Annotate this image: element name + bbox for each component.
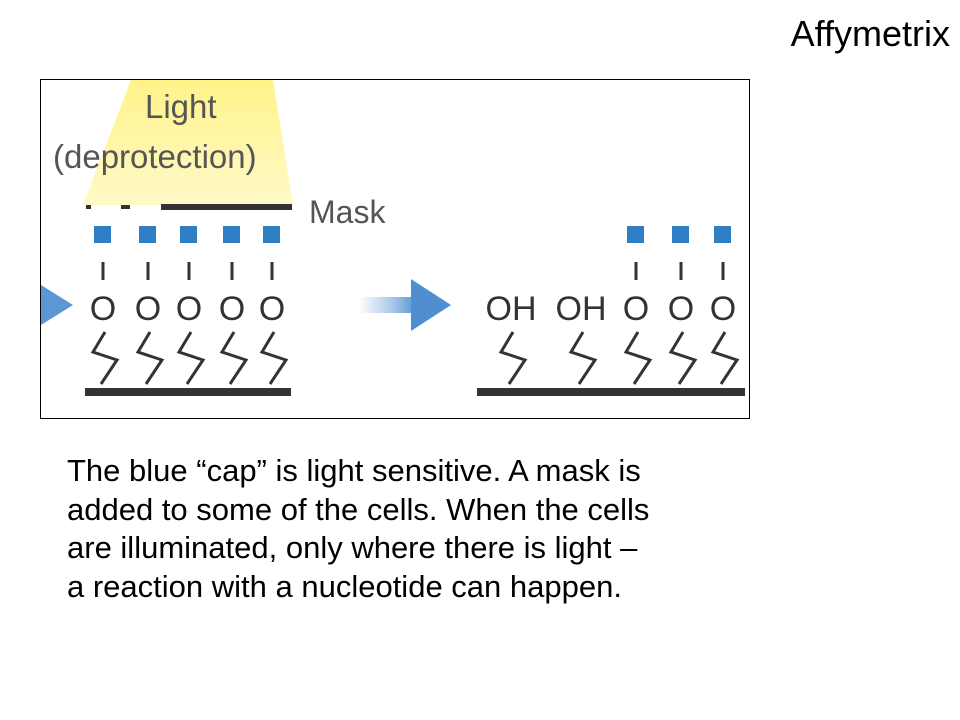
oxygen-group: O: [259, 290, 285, 328]
blue-cap: [672, 226, 689, 243]
before-substrate: [85, 388, 291, 396]
blue-cap: [94, 226, 111, 243]
after-caps: [627, 226, 731, 243]
oxygen-group: O: [135, 290, 161, 328]
before-caps: [94, 226, 280, 243]
caption-line: added to some of the cells. When the cel…: [67, 491, 650, 527]
brand-label: Affymetrix: [790, 13, 950, 54]
oxygen-group: O: [623, 290, 649, 328]
blue-cap: [627, 226, 644, 243]
before-panel: O O O O O: [85, 226, 291, 396]
caption-line: a reaction with a nucleotide can happen.: [67, 568, 622, 604]
blue-cap: [139, 226, 156, 243]
hydroxyl-group: OH: [556, 290, 607, 328]
before-groups: O O O O O: [90, 290, 285, 328]
after-substrate: [477, 388, 745, 396]
blue-cap: [180, 226, 197, 243]
blue-cap: [263, 226, 280, 243]
blue-cap: [223, 226, 240, 243]
light-beam: [83, 80, 293, 205]
after-groups: OH OH O O O: [486, 290, 737, 328]
caption-line: are illuminated, only where there is lig…: [67, 530, 638, 565]
mask: [86, 204, 292, 210]
hydroxyl-group: OH: [486, 290, 537, 328]
oxygen-group: O: [90, 290, 116, 328]
deprotection-label: (deprotection): [53, 138, 257, 175]
oxygen-group: O: [710, 290, 736, 328]
before-linkers: [90, 331, 289, 385]
mask-label: Mask: [309, 194, 386, 230]
light-label: Light: [145, 88, 217, 125]
caption-line: The blue “cap” is light sensitive. A mas…: [67, 453, 641, 488]
photolithography-diagram: Light (deprotection) Mask: [40, 79, 750, 419]
oxygen-group: O: [176, 290, 202, 328]
diagram-svg: Light (deprotection) Mask: [41, 80, 745, 396]
oxygen-group: O: [668, 290, 694, 328]
blue-cap: [714, 226, 731, 243]
caption-text: The blue “cap” is light sensitive. A mas…: [67, 452, 887, 606]
after-linkers: [498, 331, 740, 385]
after-panel: OH OH O O O: [477, 226, 745, 396]
after-links: [634, 262, 725, 280]
process-arrow-icon: [359, 279, 451, 331]
oxygen-group: O: [219, 290, 245, 328]
before-links: [101, 262, 274, 280]
input-arrow-icon: [41, 285, 73, 325]
